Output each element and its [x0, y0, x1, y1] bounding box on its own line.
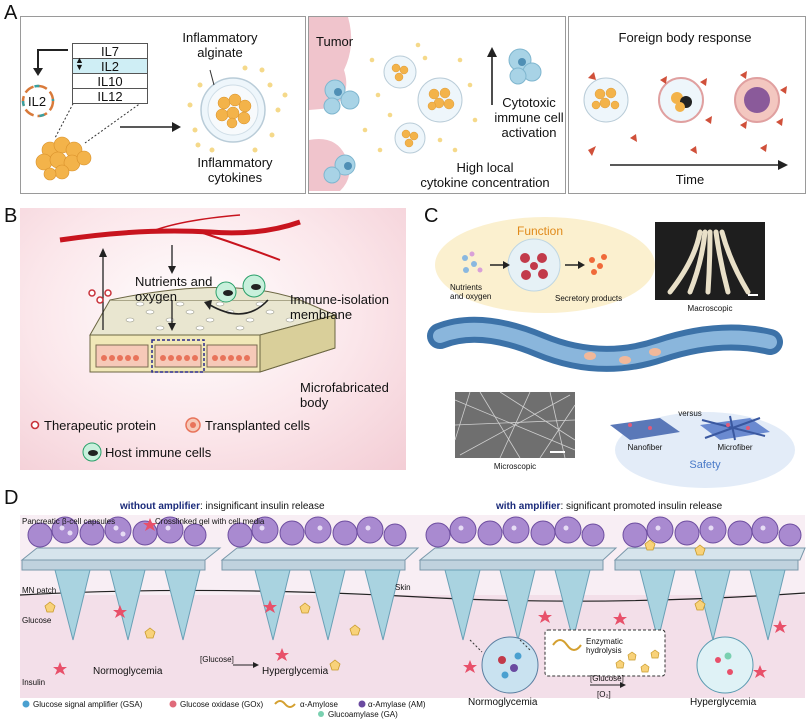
enzymatic-label: Enzymatic hydrolysis — [586, 637, 623, 655]
without-amplifier-title: without amplifier: insignificant insulin… — [120, 501, 325, 512]
hyperglycemia-2: Hyperglycemia — [690, 697, 757, 708]
membrane-label: Immune-isolation membrane — [290, 292, 389, 322]
legend-am: α-Amylase (AM) — [368, 700, 426, 709]
with-amplifier-title: with amplifier: significant promoted ins… — [496, 501, 722, 512]
macroscopic-label: Macroscopic — [687, 304, 733, 313]
o2-down: [O₂] — [597, 690, 611, 699]
microfiber-label: Microfiber — [717, 443, 753, 452]
il2-badge: IL2 — [28, 94, 47, 109]
il-item: IL10 — [73, 74, 147, 89]
c-nutrients-label: Nutrients and oxygen — [450, 283, 492, 301]
microscopic-label: Microscopic — [493, 462, 537, 471]
skin-label: Skin — [395, 583, 411, 592]
therapeutic-legend: Therapeutic protein — [44, 418, 157, 433]
il-item-selected: IL2 — [73, 59, 147, 74]
insulin-label: Insulin — [22, 678, 46, 687]
hyperglycemia-1: Hyperglycemia — [262, 666, 329, 677]
panel-label-b: B — [4, 205, 18, 227]
il-item: IL12 — [97, 89, 123, 104]
il-list: IL7 IL2 IL10 IL12 — [72, 43, 148, 104]
nutrients-label: Nutrients and oxygen — [135, 274, 213, 304]
glucose-label: Glucose — [22, 616, 52, 625]
cytotoxic-label: Cytotoxic immune cell activation — [494, 95, 564, 140]
without-amplifier-rest: : insignificant insulin release — [200, 501, 325, 512]
inflammatory-cytokines-label: Inflammatory cytokines — [197, 155, 273, 185]
secretory-label: Secretory products — [555, 294, 623, 303]
host-legend: Host immune cells — [105, 445, 212, 460]
glucose-up-2: [Glucose] — [590, 674, 624, 683]
normoglycemia-2: Normoglycemia — [468, 697, 538, 708]
legend-gox: Glucose oxidase (GOx) — [180, 700, 264, 709]
inflammatory-alginate-label: Inflammatory alginate — [182, 30, 258, 60]
panel-label-d: D — [4, 487, 19, 509]
without-amplifier-bold: without amplifier — [120, 501, 200, 512]
tumor-label: Tumor — [316, 34, 354, 49]
with-amplifier-bold: with amplifier — [496, 501, 561, 512]
glucose-up-1: [Glucose] — [200, 655, 234, 664]
mn-patch-label: MN patch — [22, 586, 57, 595]
nanofiber-label: Nanofiber — [627, 443, 663, 452]
legend-amylose: α-Amylose — [300, 700, 338, 709]
legend-gsa: Glucose signal amplifier (GSA) — [33, 700, 143, 709]
with-amplifier-rest: : significant promoted insulin release — [560, 501, 723, 512]
il-item: IL7 — [73, 44, 147, 59]
versus-label: versus — [678, 409, 702, 418]
safety-label: Safety — [689, 459, 721, 471]
function-label: Function — [516, 224, 564, 238]
transplanted-legend: Transplanted cells — [205, 418, 311, 433]
panel-label-c: C — [424, 205, 439, 227]
legend-ga: Glucoamylase (GA) — [328, 710, 398, 719]
microfabricated-label: Microfabricated body — [300, 380, 389, 410]
capsules-label: Pancreatic β-cell capsules — [22, 517, 116, 526]
up-down-arrow-icon: ▲▼ — [75, 55, 84, 72]
foreign-body-title: Foreign body response — [618, 30, 752, 45]
panel-label-a: A — [4, 2, 18, 24]
normoglycemia-1: Normoglycemia — [93, 666, 163, 677]
high-local-label: High local cytokine concentration — [420, 160, 550, 190]
gel-label: Crosslinked gel with cell media — [155, 517, 265, 526]
time-label: Time — [675, 172, 705, 187]
